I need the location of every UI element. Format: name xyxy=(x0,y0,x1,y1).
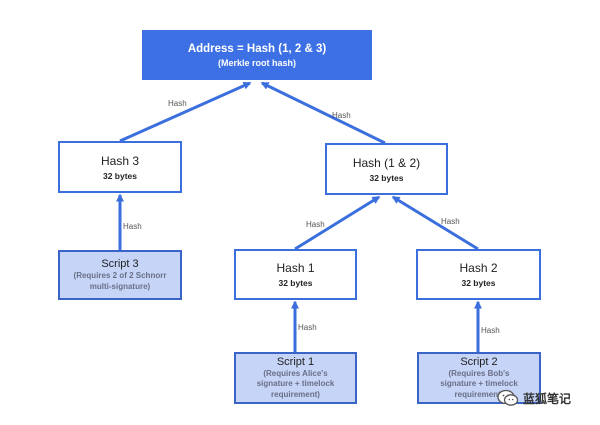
edge-label-script3-hash3: Hash xyxy=(123,222,142,231)
script1-detail-line2: signature + timelock xyxy=(256,379,335,389)
hash3-size: 32 bytes xyxy=(102,170,138,181)
watermark: 蓝狐笔记 xyxy=(497,389,571,407)
hash12-title: Hash (1 & 2) xyxy=(352,155,421,170)
script3-node: Script 3 (Requires 2 of 2 Schnorr multi-… xyxy=(58,250,182,300)
edge-label-script2-hash2: Hash xyxy=(481,326,500,335)
script1-detail-line3: requirement) xyxy=(271,389,320,399)
hash2-size: 32 bytes xyxy=(461,278,496,288)
edge-label-hash1-hash12: Hash xyxy=(306,220,325,229)
script2-detail-line2: signature + timelock xyxy=(440,379,518,389)
script2-node: Script 2 (Requires Bob's signature + tim… xyxy=(417,352,541,404)
wechat-icon xyxy=(497,389,519,406)
root-title: Address = Hash (1, 2 & 3) xyxy=(187,42,327,55)
hash1-title: Hash 1 xyxy=(276,261,315,275)
script2-detail-line3: requirement) xyxy=(454,389,504,399)
hash1-node: Hash 1 32 bytes xyxy=(234,249,357,300)
hash2-node: Hash 2 32 bytes xyxy=(416,249,541,300)
edge-label-hash3-root: Hash xyxy=(168,99,187,108)
script2-detail-line1: (Requires Bob's xyxy=(448,368,510,378)
edge-hash12-to-root xyxy=(260,81,386,145)
script3-detail-line2: multi-signature) xyxy=(89,281,151,291)
hash2-title: Hash 2 xyxy=(459,261,498,275)
hash3-title: Hash 3 xyxy=(100,153,140,168)
edge-hash2-to-hash12 xyxy=(391,195,479,251)
hash3-node: Hash 3 32 bytes xyxy=(58,141,182,193)
edge-label-hash12-root: Hash xyxy=(332,111,351,120)
script1-title: Script 1 xyxy=(276,355,315,368)
edge-hash1-to-hash12 xyxy=(294,195,381,251)
script3-title: Script 3 xyxy=(101,258,139,270)
hash12-node: Hash (1 & 2) 32 bytes xyxy=(325,143,448,195)
root-subtitle: (Merkle root hash) xyxy=(217,57,296,68)
edge-label-script1-hash1: Hash xyxy=(298,323,317,332)
script1-detail-line1: (Requires Alice's xyxy=(263,368,328,378)
edge-hash3-to-root xyxy=(119,81,252,143)
hash1-size: 32 bytes xyxy=(278,278,313,288)
merkle-root-node: Address = Hash (1, 2 & 3) (Merkle root h… xyxy=(142,30,372,80)
watermark-text: 蓝狐笔记 xyxy=(523,391,572,406)
script3-detail-line1: (Requires 2 of 2 Schnorr xyxy=(73,271,167,280)
edge-label-hash2-hash12: Hash xyxy=(441,217,460,226)
script1-node: Script 1 (Requires Alice's signature + t… xyxy=(234,352,357,404)
hash12-size: 32 bytes xyxy=(369,172,404,183)
script2-title: Script 2 xyxy=(460,355,498,368)
